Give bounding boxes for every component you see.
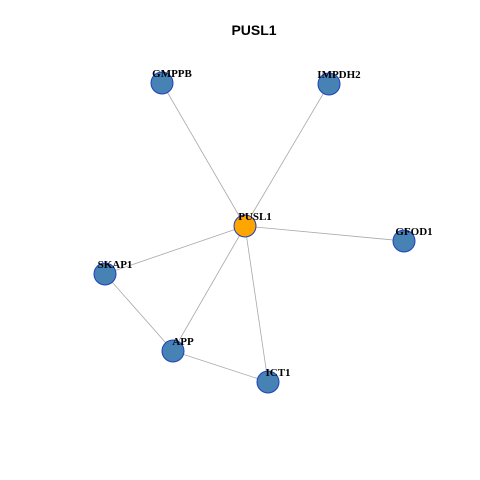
edge-app-ict1 xyxy=(172,350,269,383)
edge-skap1-app xyxy=(104,273,174,352)
node-label-impdh2: IMPDH2 xyxy=(317,69,361,81)
node-label-ict1: ICT1 xyxy=(265,367,290,379)
node-ict1 xyxy=(256,370,280,394)
edge-pusl1-skap1 xyxy=(104,225,246,275)
node-pusl1 xyxy=(233,214,257,238)
edge-pusl1-gmppb xyxy=(161,82,246,227)
node-label-gmppb: GMPPB xyxy=(152,68,192,80)
node-label-gfod1: GFOD1 xyxy=(395,226,432,238)
node-label-pusl1: PUSL1 xyxy=(238,211,272,223)
edge-pusl1-gfod1 xyxy=(244,225,405,242)
node-gfod1 xyxy=(392,229,416,253)
edge-pusl1-ict1 xyxy=(244,225,269,383)
edges-layer xyxy=(104,82,405,383)
edge-pusl1-app xyxy=(172,225,246,352)
node-app xyxy=(161,339,185,363)
graph-title: PUSL1 xyxy=(231,22,276,38)
node-skap1 xyxy=(93,262,117,286)
nodes-layer xyxy=(93,71,416,394)
node-label-skap1: SKAP1 xyxy=(98,259,133,271)
node-impdh2 xyxy=(317,72,341,96)
node-label-app: APP xyxy=(172,336,194,348)
node-gmppb xyxy=(150,71,174,95)
edge-pusl1-impdh2 xyxy=(244,83,330,227)
